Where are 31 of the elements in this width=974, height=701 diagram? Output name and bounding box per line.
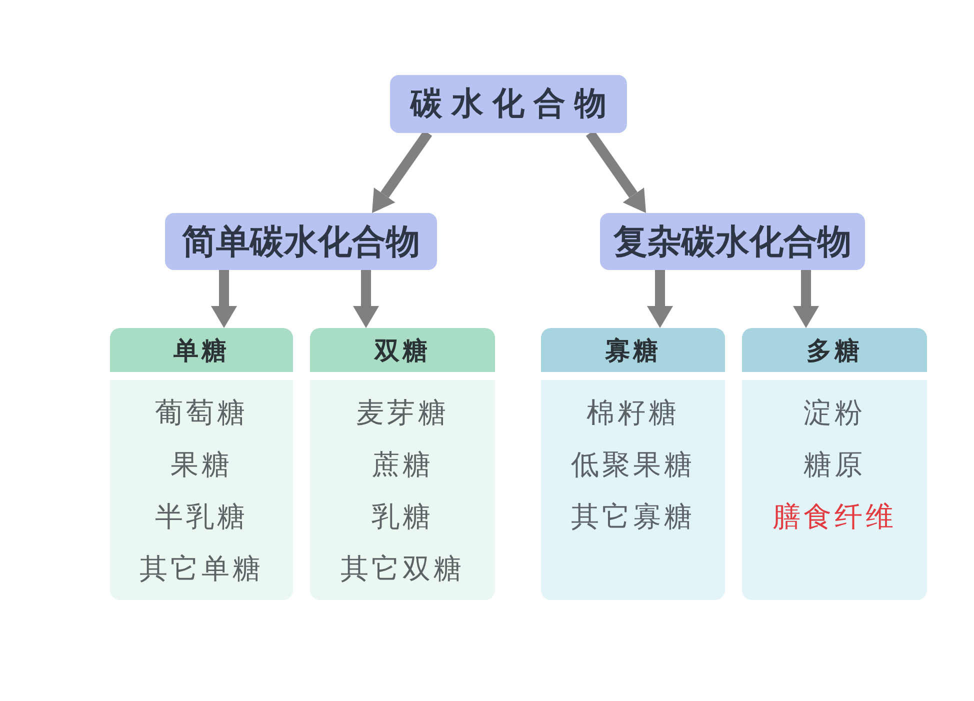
category-card (310, 328, 495, 600)
list-item: 果糖 (170, 447, 232, 483)
arrow (211, 270, 237, 328)
category-card (742, 328, 927, 600)
list-item: 糖原 (804, 447, 866, 483)
card-header: 单糖 (110, 328, 293, 372)
list-item: 葡萄糖 (155, 395, 248, 431)
category-box: 复杂碳水化合物 (600, 213, 865, 270)
arrow (586, 130, 646, 213)
list-item: 乳糖 (372, 499, 434, 535)
arrow (353, 270, 379, 328)
category-box: 简单碳水化合物 (165, 213, 437, 270)
card-header: 多糖 (742, 328, 927, 372)
list-item: 其它双糖 (340, 551, 464, 587)
arrow (647, 270, 673, 328)
list-item: 其它单糖 (140, 551, 264, 587)
category-box: 碳水化合物 (390, 75, 627, 133)
list-item: 麦芽糖 (356, 395, 449, 431)
card-header: 寡糖 (541, 328, 725, 372)
list-item: 棉籽糖 (586, 395, 680, 431)
arrow (372, 130, 432, 213)
card-header: 双糖 (310, 328, 495, 372)
category-card (541, 328, 725, 600)
list-item: 膳食纤维 (772, 499, 896, 535)
category-card (110, 328, 293, 600)
list-item: 半乳糖 (155, 499, 248, 535)
list-item: 低聚果糖 (571, 447, 695, 483)
list-item: 蔗糖 (372, 447, 434, 483)
list-item: 淀粉 (804, 395, 866, 431)
list-item: 其它寡糖 (571, 499, 695, 535)
arrow (793, 270, 819, 328)
